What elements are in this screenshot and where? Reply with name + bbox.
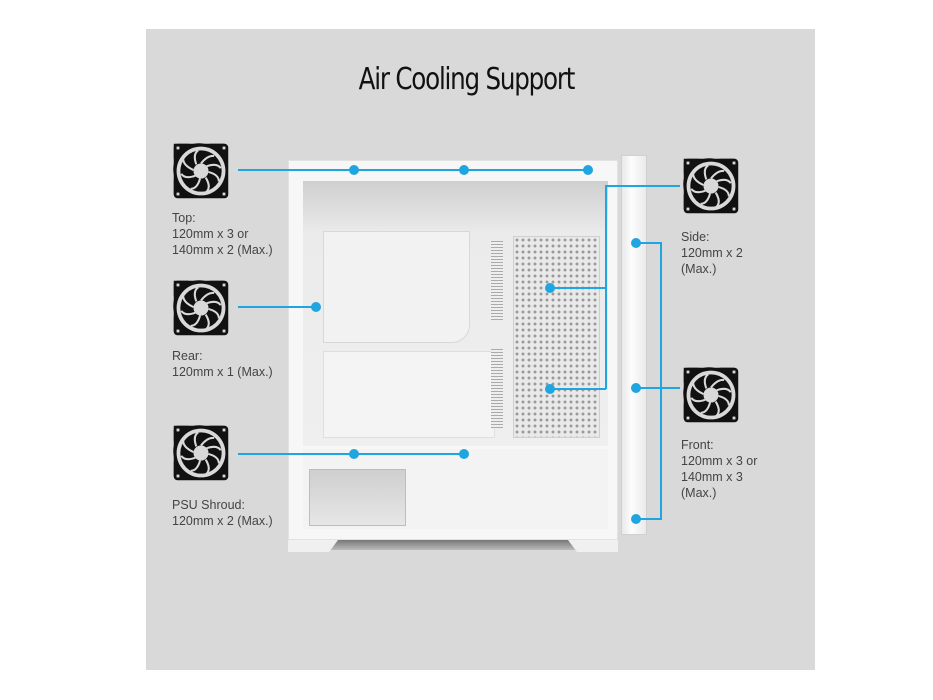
front-callout-line (636, 387, 680, 389)
motherboard-tray-cutout (323, 231, 470, 343)
psu-shroud-fan-label: PSU Shroud: 120mm x 2 (Max.) (172, 498, 273, 528)
case-side-panel (288, 160, 618, 540)
front-fan-icon (682, 366, 740, 424)
front-callout-branch (636, 518, 661, 520)
rear-fan-icon (172, 279, 230, 337)
psu-shroud (303, 449, 608, 529)
front-callout-vertical (660, 242, 662, 520)
rear-fan-position-dot (311, 302, 321, 312)
case-front-panel (621, 155, 647, 535)
top-fan-position-dot (459, 165, 469, 175)
top-callout-line (238, 169, 588, 171)
mesh-panel (513, 236, 600, 438)
motherboard-tray-lower (323, 351, 495, 438)
front-fan-position-dot (631, 383, 641, 393)
rear-callout-line (238, 306, 316, 308)
case-foot-left (288, 540, 338, 552)
psu-window (309, 469, 406, 526)
side-fan-label: Side: 120mm x 2 (Max.) (681, 230, 743, 276)
front-fan-position-dot (631, 514, 641, 524)
psu-fan-position-dot (459, 449, 469, 459)
top-fan-position-dot (349, 165, 359, 175)
side-fan-icon (682, 157, 740, 215)
side-callout-branch (550, 287, 606, 289)
rear-fan-label: Rear: 120mm x 1 (Max.) (172, 349, 273, 379)
cable-slot (491, 349, 503, 429)
front-fan-position-dot (631, 238, 641, 248)
top-fan-position-dot (583, 165, 593, 175)
psu-shroud-fan-icon (172, 424, 230, 482)
case-foot-right (568, 540, 618, 552)
case-shadow (308, 540, 618, 550)
side-callout-vertical (605, 185, 607, 389)
side-fan-position-dot (545, 283, 555, 293)
front-fan-label: Front: 120mm x 3 or 140mm x 3 (Max.) (681, 438, 758, 500)
pc-case-illustration (288, 155, 647, 552)
psu-fan-position-dot (349, 449, 359, 459)
page-title: Air Cooling Support (358, 62, 576, 97)
top-fan-label: Top: 120mm x 3 or 140mm x 2 (Max.) (172, 211, 273, 257)
front-callout-branch (636, 242, 661, 244)
side-fan-position-dot (545, 384, 555, 394)
side-callout-line (606, 185, 680, 187)
side-callout-branch (550, 388, 606, 390)
case-interior (303, 181, 608, 446)
top-fan-icon (172, 142, 230, 200)
cable-slot (491, 241, 503, 321)
